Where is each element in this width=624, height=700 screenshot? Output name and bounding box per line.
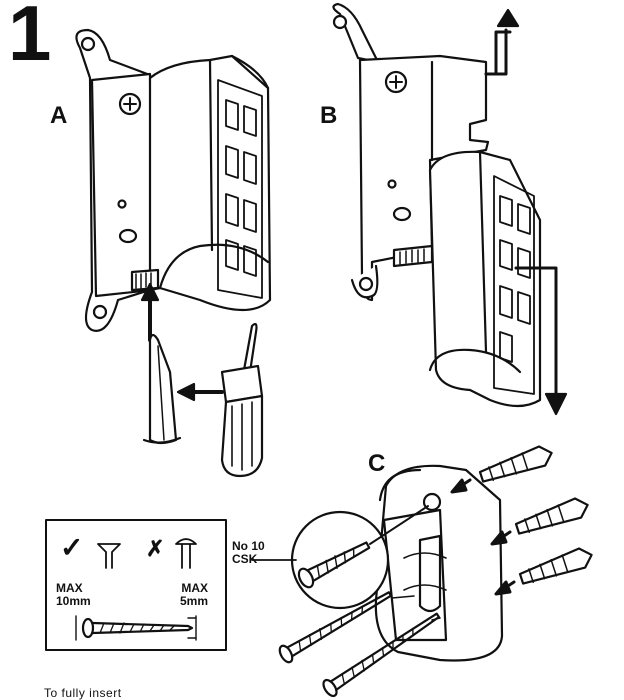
screw-size-label: No 10 CSK <box>232 540 265 566</box>
bracket-b <box>332 2 568 416</box>
wall-plug-icon <box>478 445 593 585</box>
screw-zoom <box>251 505 429 610</box>
max-head-label: MAX 5mm <box>180 582 208 608</box>
max-head-title: MAX <box>181 581 209 595</box>
max-length-title: MAX <box>56 581 83 595</box>
panel-label-b: B <box>320 102 338 129</box>
step-number: 1 <box>8 0 52 77</box>
cross-icon: ✗ <box>146 536 165 561</box>
max-length-label: MAX 10mm <box>56 582 91 608</box>
bracket-a <box>75 28 272 342</box>
screw-guide-box <box>45 519 227 651</box>
max-head-value: 5mm <box>180 594 209 608</box>
panel-label-c: C <box>368 450 386 477</box>
screw-size-line1: No 10 <box>232 539 265 553</box>
plug-arrows <box>450 478 516 596</box>
footer-caption: To fully insert <box>44 686 122 700</box>
checkmark-icon: ✓ <box>60 532 84 563</box>
screw-size-line2: CSK <box>232 552 258 566</box>
screwdriver-tip <box>142 333 182 445</box>
max-length-value: 10mm <box>56 594 91 608</box>
screw-icon <box>278 591 440 698</box>
bracket-c <box>374 464 504 662</box>
screwdriver-icon <box>176 322 264 478</box>
panel-label-a: A <box>50 102 68 129</box>
